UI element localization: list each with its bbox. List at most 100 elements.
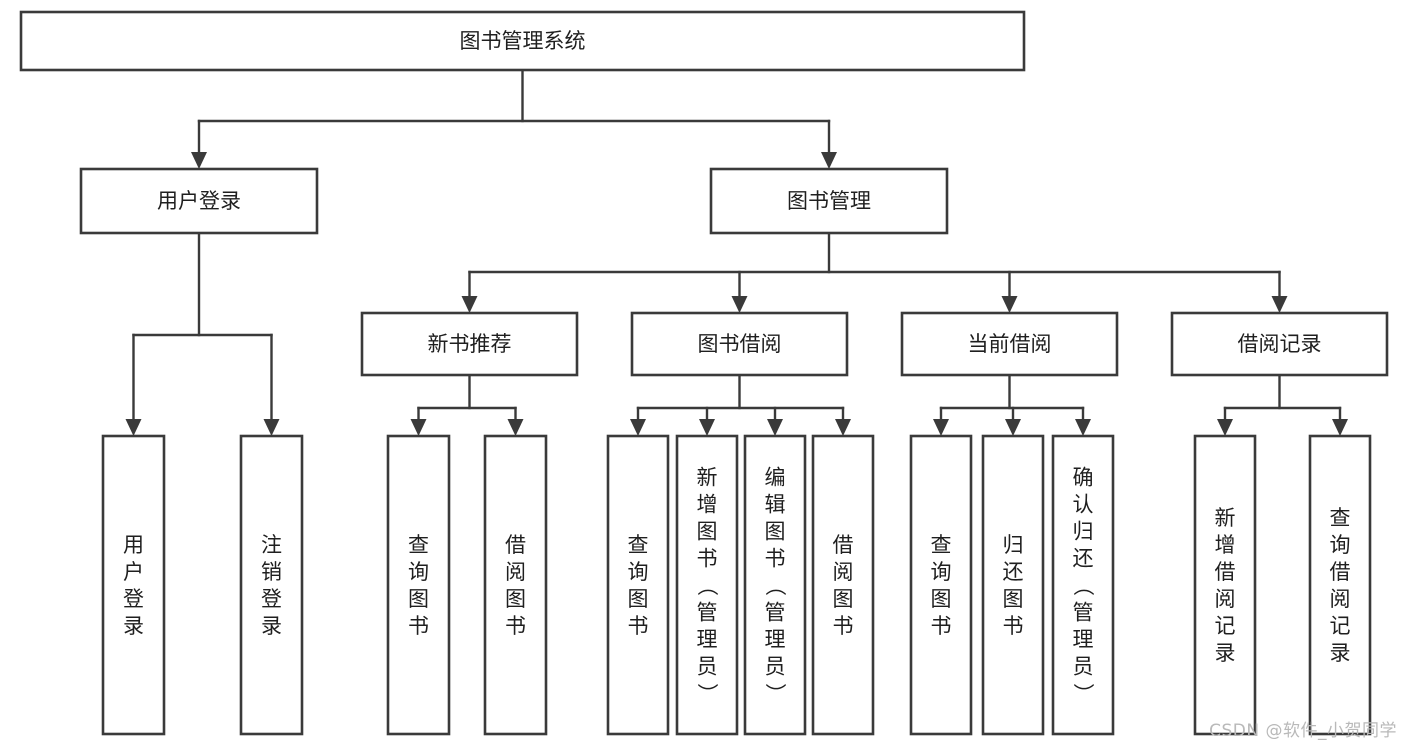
svg-text:书: 书 bbox=[628, 614, 649, 638]
svg-text:管: 管 bbox=[697, 601, 718, 625]
node-book-borrow[interactable]: 图书借阅 bbox=[630, 311, 849, 377]
node-book-borrow-label: 图书借阅 bbox=[698, 332, 782, 356]
node-leaf-user-login[interactable]: 用户登录 bbox=[101, 434, 166, 736]
node-root-box[interactable] bbox=[19, 10, 1026, 72]
connector-book-borrow-arrow-3 bbox=[835, 419, 851, 436]
svg-text:（: （ bbox=[763, 575, 787, 596]
node-leaf-edit-book-box[interactable] bbox=[743, 434, 807, 736]
node-leaf-return-book-box[interactable] bbox=[981, 434, 1045, 736]
node-leaf-logout-box[interactable] bbox=[239, 434, 304, 736]
svg-text:借: 借 bbox=[505, 533, 526, 557]
svg-text:确: 确 bbox=[1073, 466, 1094, 490]
node-borrow-record-box[interactable] bbox=[1170, 311, 1389, 377]
svg-text:理: 理 bbox=[697, 628, 718, 652]
svg-text:查: 查 bbox=[408, 533, 429, 557]
svg-text:管: 管 bbox=[1073, 601, 1094, 625]
svg-text:书: 书 bbox=[931, 614, 952, 638]
svg-text:记: 记 bbox=[1330, 614, 1351, 638]
svg-text:录: 录 bbox=[123, 614, 144, 638]
svg-text:查: 查 bbox=[931, 533, 952, 557]
node-user-login-box[interactable] bbox=[79, 167, 319, 235]
node-leaf-user-login-box[interactable] bbox=[101, 434, 166, 736]
node-book-management[interactable]: 图书管理 bbox=[709, 167, 949, 235]
svg-text:询: 询 bbox=[1330, 533, 1351, 557]
svg-text:新: 新 bbox=[697, 466, 718, 490]
svg-text:销: 销 bbox=[261, 560, 282, 584]
connector-current-borrow-arrow-2 bbox=[1075, 419, 1091, 436]
svg-text:（: （ bbox=[1071, 575, 1095, 596]
node-new-book-recommend-label: 新书推荐 bbox=[428, 332, 512, 356]
node-leaf-query-book-current-box[interactable] bbox=[909, 434, 973, 736]
svg-text:辑: 辑 bbox=[765, 493, 786, 517]
svg-text:阅: 阅 bbox=[505, 560, 526, 584]
node-leaf-borrow-book-recommend-box[interactable] bbox=[483, 434, 548, 736]
node-new-book-recommend-box[interactable] bbox=[360, 311, 579, 377]
node-borrow-record[interactable]: 借阅记录 bbox=[1170, 311, 1389, 377]
node-leaf-query-book-recommend-box[interactable] bbox=[386, 434, 451, 736]
svg-text:借: 借 bbox=[1330, 560, 1351, 584]
node-current-borrow[interactable]: 当前借阅 bbox=[900, 311, 1119, 377]
svg-text:阅: 阅 bbox=[1215, 587, 1236, 611]
svg-text:录: 录 bbox=[261, 614, 282, 638]
connector-book-borrow-arrow-1 bbox=[699, 419, 715, 436]
svg-text:编: 编 bbox=[765, 466, 786, 490]
connector-book-management-arrow-1 bbox=[731, 296, 748, 313]
svg-text:图: 图 bbox=[1003, 587, 1024, 611]
node-new-book-recommend[interactable]: 新书推荐 bbox=[360, 311, 579, 377]
svg-text:书: 书 bbox=[697, 547, 718, 571]
connector-book-borrow-arrow-0 bbox=[630, 419, 646, 436]
svg-text:录: 录 bbox=[1330, 641, 1351, 665]
node-user-login[interactable]: 用户登录 bbox=[79, 167, 319, 235]
connector-borrow-record-arrow-1 bbox=[1332, 419, 1348, 436]
node-book-management-label: 图书管理 bbox=[787, 189, 871, 213]
svg-text:图: 图 bbox=[697, 520, 718, 544]
svg-text:书: 书 bbox=[408, 614, 429, 638]
svg-text:注: 注 bbox=[261, 533, 282, 557]
node-leaf-add-book-box[interactable] bbox=[675, 434, 739, 736]
node-leaf-query-book-borrow-box[interactable] bbox=[606, 434, 670, 736]
svg-text:归: 归 bbox=[1003, 533, 1024, 557]
svg-text:员: 员 bbox=[1073, 655, 1094, 679]
node-leaf-add-borrow-record-box[interactable] bbox=[1193, 434, 1257, 736]
svg-text:增: 增 bbox=[697, 493, 718, 517]
node-book-borrow-box[interactable] bbox=[630, 311, 849, 377]
svg-text:记: 记 bbox=[1215, 614, 1236, 638]
svg-text:（: （ bbox=[695, 575, 719, 596]
svg-text:录: 录 bbox=[1215, 641, 1236, 665]
svg-text:查: 查 bbox=[628, 533, 649, 557]
svg-text:新: 新 bbox=[1215, 506, 1236, 530]
node-borrow-record-label: 借阅记录 bbox=[1238, 332, 1322, 356]
svg-text:阅: 阅 bbox=[1330, 587, 1351, 611]
node-leaf-borrow-book-box[interactable] bbox=[811, 434, 875, 736]
node-book-management-box[interactable] bbox=[709, 167, 949, 235]
svg-text:书: 书 bbox=[505, 614, 526, 638]
node-current-borrow-box[interactable] bbox=[900, 311, 1119, 377]
connector-root-arrow-1 bbox=[821, 152, 837, 169]
node-leaf-query-borrow-record-box[interactable] bbox=[1308, 434, 1372, 736]
node-root-label: 图书管理系统 bbox=[460, 29, 586, 53]
connectors-layer bbox=[125, 68, 1348, 436]
node-root[interactable]: 图书管理系统 bbox=[19, 10, 1026, 72]
node-leaf-confirm-return-box[interactable] bbox=[1051, 434, 1115, 736]
connector-borrow-record-arrow-0 bbox=[1217, 419, 1233, 436]
svg-text:管: 管 bbox=[765, 601, 786, 625]
